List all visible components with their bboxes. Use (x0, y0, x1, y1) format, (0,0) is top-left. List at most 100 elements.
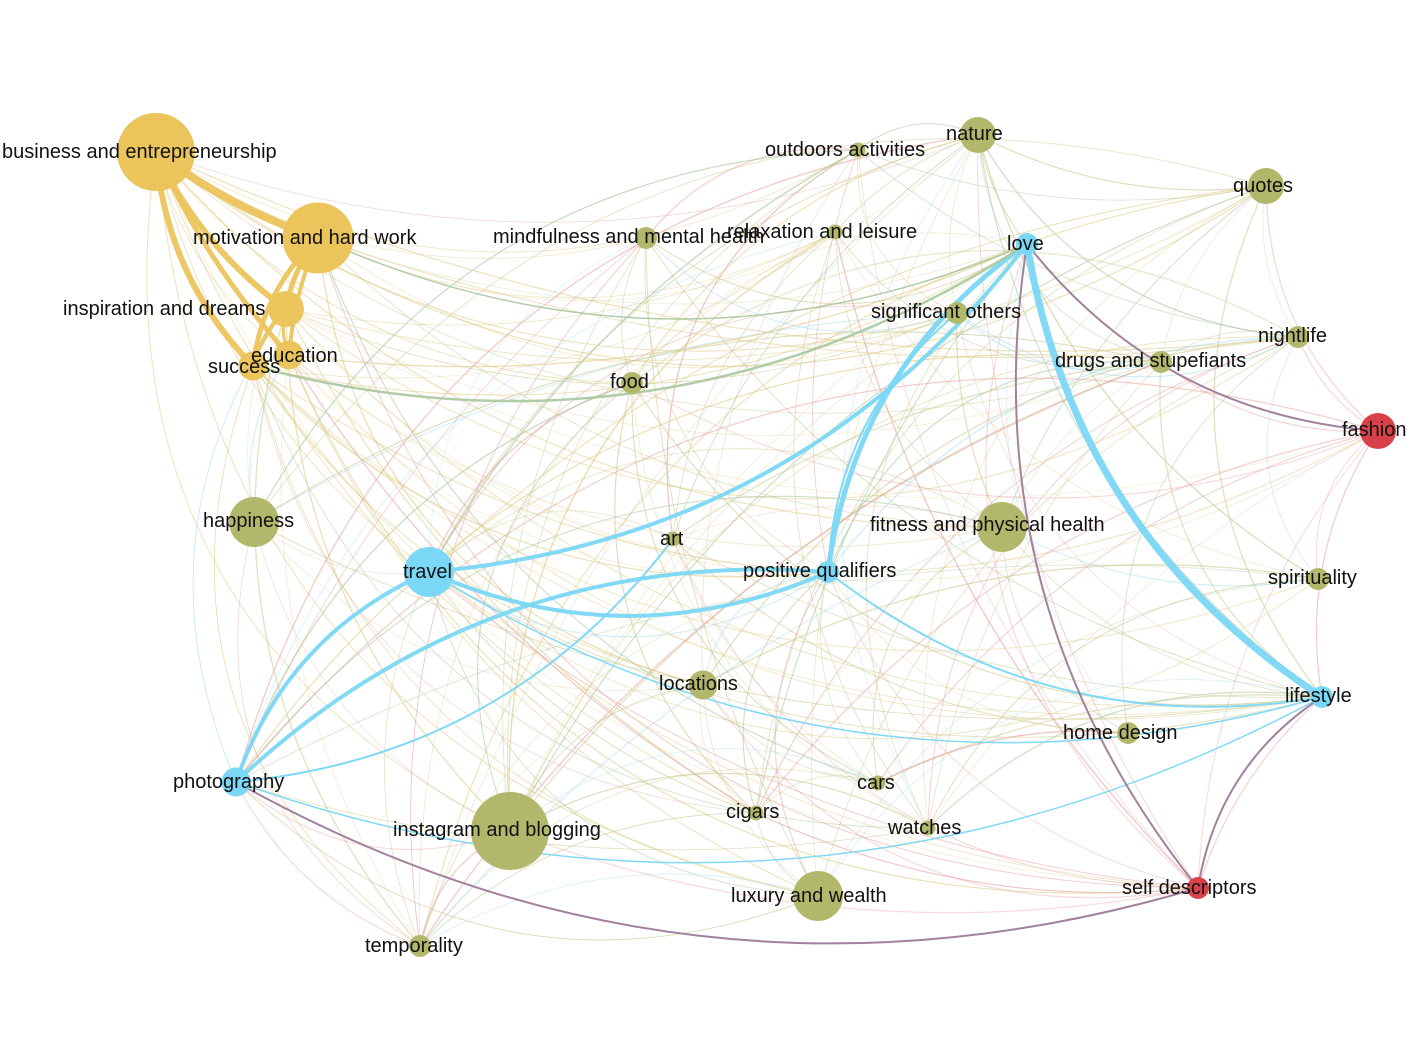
node-fashion[interactable] (1360, 413, 1396, 449)
node-fitness[interactable] (977, 502, 1027, 552)
edge-love-selfdesc (1014, 243, 1199, 889)
edge-art-cars (672, 538, 879, 784)
node-business[interactable] (117, 113, 195, 191)
node-label-instagram: instagram and blogging (393, 819, 601, 841)
edge-fashion-cars (877, 430, 1379, 784)
edge-travel-positive (427, 570, 830, 618)
node-mindfulness[interactable] (635, 227, 657, 249)
edge-positive-homedesign (827, 571, 1129, 734)
edge-quotes-nightlife (1262, 185, 1299, 338)
edge-significant-travel (428, 305, 958, 573)
node-outdoors[interactable] (850, 142, 866, 158)
edge-love-fashion (1026, 243, 1379, 432)
edge-drugs-fitness (1001, 361, 1162, 528)
edge-business-food (155, 151, 633, 384)
node-luxury[interactable] (793, 871, 843, 921)
edge-nature-quotes (977, 134, 1267, 191)
edge-spirituality-luxury (817, 578, 1319, 897)
node-label-homedesign: home design (1063, 722, 1178, 744)
edge-fashion-spirituality (1315, 430, 1379, 580)
node-photography[interactable] (221, 767, 251, 797)
node-nature[interactable] (960, 117, 996, 153)
edge-art-homedesign (672, 538, 1129, 734)
node-label-education: education (251, 345, 338, 367)
edge-love-selfdesc (985, 243, 1199, 889)
node-label-nightlife: nightlife (1258, 325, 1327, 347)
edge-positive-temporality (419, 571, 829, 947)
edge-locations-luxury (702, 684, 819, 897)
edge-fashion-cigars (755, 430, 1379, 814)
edge-education-lifestyle (288, 354, 1323, 720)
node-education[interactable] (274, 340, 304, 370)
edge-mindfulness-photography (235, 237, 647, 783)
node-relaxation[interactable] (827, 224, 843, 240)
node-motivation[interactable] (282, 202, 354, 274)
edge-homedesign-cars (877, 730, 1129, 784)
edge-fitness-travel (428, 448, 1003, 573)
node-label-fashion: fashion (1342, 419, 1407, 441)
edge-motivation-love (317, 237, 1028, 320)
edge-happiness-lifestyle (253, 521, 1323, 720)
node-love[interactable] (1016, 233, 1038, 255)
edge-relaxation-photography (235, 231, 836, 783)
edge-love-cigars (755, 243, 1028, 814)
edge-motivation-significant (317, 237, 958, 368)
node-art[interactable] (665, 531, 681, 547)
node-happiness[interactable] (229, 497, 279, 547)
node-instagram[interactable] (471, 792, 549, 870)
node-temporality[interactable] (409, 935, 431, 957)
edge-inspiration-instagram (285, 308, 511, 832)
node-label-cars: cars (857, 772, 895, 794)
node-cars[interactable] (870, 775, 886, 791)
edge-motivation-locations (317, 237, 704, 686)
node-label-selfdesc: self descriptors (1122, 877, 1257, 899)
edge-inspiration-photography (192, 308, 287, 783)
edge-significant-positive (827, 312, 958, 573)
edge-success-luxury (252, 365, 819, 897)
node-food[interactable] (621, 372, 643, 394)
edge-cigars-selfdesc (755, 812, 1199, 894)
node-label-success: success (208, 356, 280, 378)
edge-nightlife-homedesign (1121, 336, 1299, 734)
edge-success-spirituality (252, 365, 1319, 652)
edge-business-cigars (155, 151, 757, 814)
edge-travel-selfdesc (428, 571, 1199, 889)
node-success[interactable] (238, 351, 268, 381)
edge-locations-temporality (419, 684, 704, 947)
node-positive[interactable] (817, 561, 839, 583)
node-label-photography: photography (173, 771, 284, 793)
edge-photography-temporality (235, 781, 421, 947)
node-inspiration[interactable] (268, 291, 304, 327)
node-watches[interactable] (920, 820, 936, 836)
node-selfdesc[interactable] (1187, 877, 1209, 899)
node-spirituality[interactable] (1307, 568, 1329, 590)
edge-positive-luxury (774, 571, 829, 897)
edge-business-outdoors (155, 149, 859, 253)
node-label-food: food (610, 371, 649, 393)
node-homedesign[interactable] (1117, 722, 1139, 744)
edge-quotes-drugs (1160, 185, 1267, 363)
edge-nightlife-cigars (755, 336, 1299, 814)
edge-art-selfdesc (672, 538, 1199, 889)
node-quotes[interactable] (1248, 168, 1284, 204)
edge-inspiration-nightlife (285, 308, 1299, 500)
node-lifestyle[interactable] (1311, 686, 1333, 708)
edge-relaxation-temporality (418, 231, 836, 947)
node-locations[interactable] (688, 670, 718, 700)
node-nightlife[interactable] (1287, 326, 1309, 348)
edge-lifestyle-luxury (817, 679, 1323, 897)
node-drugs[interactable] (1150, 351, 1172, 373)
edge-watches-instagram (509, 772, 929, 832)
edge-quotes-cigars (755, 185, 1267, 814)
edge-cars-cigars (755, 775, 879, 814)
edge-nature-travel (428, 134, 979, 573)
node-significant[interactable] (946, 302, 968, 324)
edge-positive-photography (234, 567, 830, 784)
edge-outdoors-significant (857, 149, 958, 314)
node-label-business: business and entrepreneurship (2, 141, 277, 163)
edge-love-lifestyle (1023, 240, 1326, 701)
node-label-motivation: motivation and hard work (193, 227, 417, 249)
node-travel[interactable] (404, 547, 454, 597)
edge-drugs-fashion (1160, 361, 1379, 433)
node-cigars[interactable] (748, 805, 764, 821)
